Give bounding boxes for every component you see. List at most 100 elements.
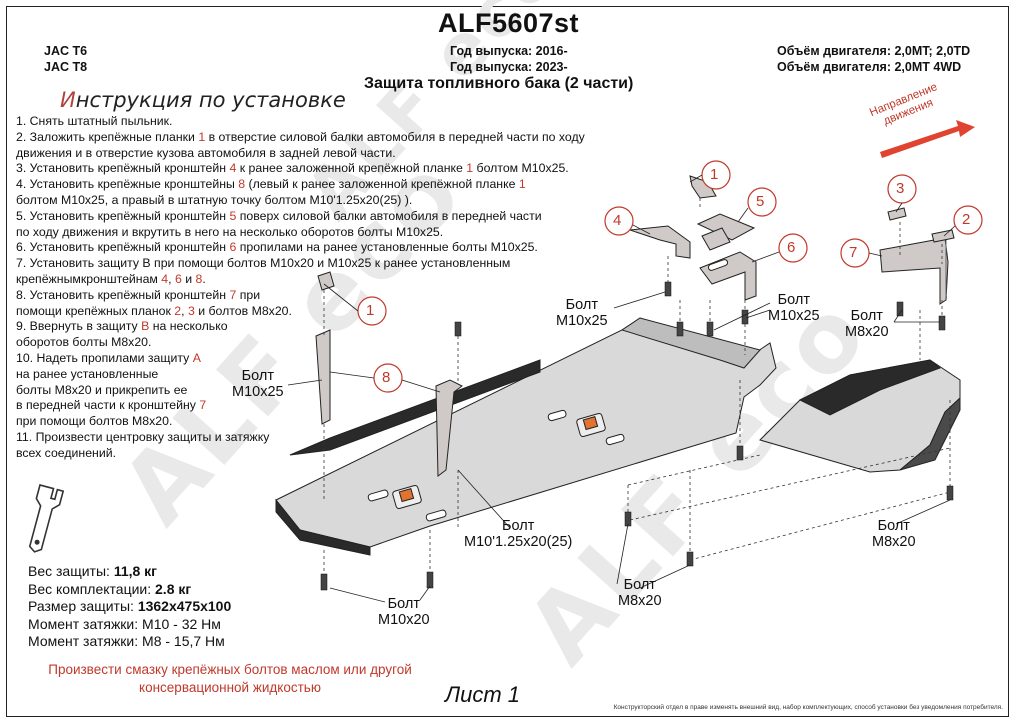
instruction-text: и болтов М8х20. xyxy=(194,303,292,318)
instruction-step-line: 7. Установить защиту В при помощи болтов… xyxy=(16,256,606,272)
callout-5: 5 xyxy=(756,193,765,210)
plank-2 xyxy=(931,229,955,243)
wrench-icon xyxy=(28,484,65,553)
engine-1: Объём двигателя: 2,0MT; 2,0TD xyxy=(777,44,971,58)
instruction-text: по ходу движения и вкрутить в него на не… xyxy=(16,224,444,239)
direction-arrow xyxy=(880,120,975,158)
spec-row: Вес комплектации: 2.8 кг xyxy=(28,581,231,599)
part-number-ref: 3 xyxy=(187,303,195,318)
spec-label: Вес комплектации: xyxy=(28,580,156,597)
year-2: Год выпуска: 2023- xyxy=(450,60,568,74)
spec-row: Вес защиты: 11,8 кг xyxy=(28,563,231,581)
callout-7: 7 xyxy=(849,244,858,261)
instruction-text: (левый к ранее заложенной крепёжной план… xyxy=(245,177,519,192)
callout-1-left: 1 xyxy=(366,302,375,319)
instruction-text: на ранее установленные xyxy=(16,366,159,381)
spec-row: Размер защиты: 1362х475х100 xyxy=(28,598,231,616)
instruction-text: 3. Установить крепёжный кронштейн xyxy=(16,161,230,176)
spec-value: М8 - 15,7 Нм xyxy=(142,633,225,649)
instruction-step-line: 4. Установить крепёжные кронштейны 8 (ле… xyxy=(16,177,606,193)
callout-6: 6 xyxy=(787,239,796,256)
instruction-step-line: 9. Ввернуть в защиту В на несколько xyxy=(16,319,606,335)
instruction-step-line: по ходу движения и вкрутить в него на не… xyxy=(16,225,606,241)
part-number-ref: 4 xyxy=(229,161,237,176)
part-number-ref: А xyxy=(192,350,201,365)
spec-label: Размер защиты: xyxy=(28,598,138,614)
instruction-step-line: всех соединений. xyxy=(16,446,606,462)
part-number-ref: 7 xyxy=(229,287,237,302)
instruction-step-line: при помощи болтов М8х20. xyxy=(16,414,606,430)
spec-label: Вес защиты: xyxy=(28,563,114,579)
instruction-text: 2. Заложить крепёжные планки xyxy=(16,129,199,144)
instruction-text: поверх силовой балки автомобиля в передн… xyxy=(236,208,542,223)
spec-label: Момент затяжки: xyxy=(28,633,143,649)
part-number-ref: 4 xyxy=(161,271,169,286)
sheet-label: Лист 1 xyxy=(445,682,520,707)
instruction-text: 10. Надеть пропилами защиту xyxy=(16,350,193,365)
part-number-ref: 8 xyxy=(238,177,246,192)
instruction-text: , xyxy=(181,303,188,318)
year-1: Год выпуска: 2016- xyxy=(450,44,568,58)
part-number-ref: 1 xyxy=(466,161,474,176)
instructions-title-rest: нструкция по установке xyxy=(75,88,346,112)
instruction-text: 7. Установить защиту В при помощи болтов… xyxy=(16,256,511,271)
instruction-text: при помощи болтов М8х20. xyxy=(16,414,173,429)
part-number-ref: 8 xyxy=(195,271,203,286)
callout-1-top: 1 xyxy=(710,166,719,183)
subtitle: Защита топливного бака (2 части) xyxy=(364,75,634,92)
instruction-step-line: в передней части к кронштейну 7 xyxy=(16,398,606,414)
instruction-step-line: оборотов болты М8х20. xyxy=(16,335,606,351)
instruction-text: 4. Установить крепёжные кронштейны xyxy=(16,177,239,192)
spec-row: Момент затяжки: М8 - 15,7 Нм xyxy=(28,633,231,651)
spec-label: Момент затяжки: xyxy=(28,615,143,632)
instruction-text: в отверстие силовой балки автомобиля в п… xyxy=(205,129,585,144)
bracket-4 xyxy=(629,225,691,259)
plank-1-left xyxy=(317,271,335,291)
callout-2: 2 xyxy=(962,211,971,228)
instruction-text: всех соединений. xyxy=(16,445,116,460)
bracket-6 xyxy=(699,251,757,301)
model-2: JAC T8 xyxy=(44,60,88,74)
part-number-ref: 1 xyxy=(518,177,526,192)
callout-8: 8 xyxy=(382,369,391,386)
instruction-step-line: помощи крепёжных планок 2, 3 и болтов М8… xyxy=(16,304,606,320)
instruction-step-line: 1. Снять штатный пыльник. xyxy=(16,114,606,130)
spec-value: 1362х475х100 xyxy=(137,598,232,614)
model-1: JAC T6 xyxy=(44,44,88,58)
spec-value: 11,8 кг xyxy=(113,563,158,579)
part-number-ref: 5 xyxy=(229,208,237,223)
instruction-step-line: крепёжнымкронштейнам 4, 6 и 8. xyxy=(16,272,606,288)
spec-value: 2.8 кг xyxy=(155,580,192,597)
callout-circle-4 xyxy=(604,206,634,236)
instruction-text: 6. Установить крепёжный кронштейн xyxy=(16,240,230,255)
spec-row: Момент затяжки: М10 - 32 Нм xyxy=(28,616,231,634)
footer-note: Конструкторский отдел в праве изменять в… xyxy=(613,704,1003,711)
instruction-step-line: на ранее установленные xyxy=(16,367,606,383)
instruction-text: к ранее заложенной крепёжной планке xyxy=(236,161,467,176)
instruction-step-line: 8. Установить крепёжный кронштейн 7 при xyxy=(16,288,606,304)
bracket-8-left xyxy=(315,329,331,425)
bracket-8-right xyxy=(435,379,463,477)
instructions-title: Инструкция по установке xyxy=(60,88,346,112)
instruction-text: в передней части к кронштейну xyxy=(16,398,200,413)
spec-value: М10 - 32 Нм xyxy=(142,615,221,632)
instruction-text: пропилами на ранее установленные болты М… xyxy=(236,240,538,255)
callout-circle-5 xyxy=(747,187,777,217)
instruction-text: помощи крепёжных планок xyxy=(16,303,175,318)
instruction-text: 9. Ввернуть в защиту xyxy=(16,319,142,334)
part-number-ref: 1 xyxy=(198,129,206,144)
instruction-text: , xyxy=(168,271,175,286)
engine-2: Объём двигателя: 2,0MT 4WD xyxy=(777,60,962,74)
instruction-text: крепёжнымкронштейнам xyxy=(16,271,162,286)
instruction-step-line: 2. Заложить крепёжные планки 1 в отверст… xyxy=(16,130,606,146)
instruction-step-line: болты М8х20 и прикрепить ее xyxy=(16,383,606,399)
product-code: ALF5607st xyxy=(437,8,580,38)
